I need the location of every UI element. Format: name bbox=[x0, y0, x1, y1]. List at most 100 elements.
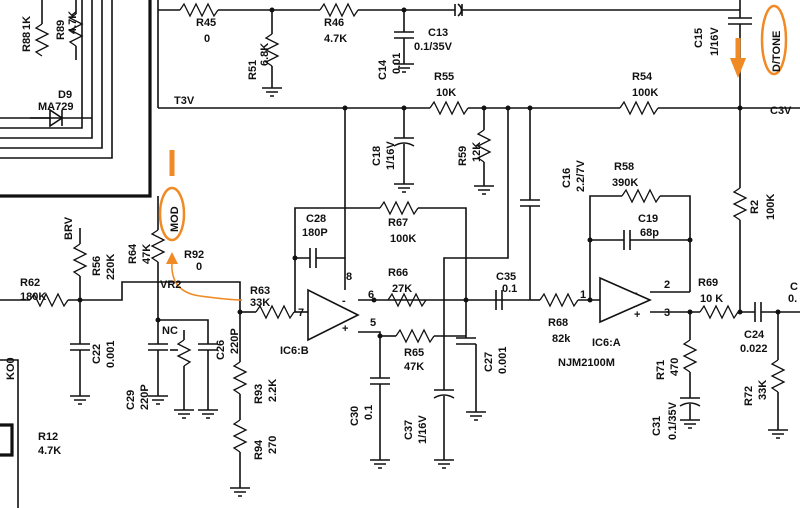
components-R65-ref-label: R65 bbox=[404, 347, 424, 359]
components-C14-ref-label: C14 bbox=[377, 59, 389, 80]
components-R69-ref-label: R69 bbox=[698, 277, 718, 289]
labels-mod-label: MOD bbox=[169, 206, 181, 232]
labels-pin8-label: 8 bbox=[346, 271, 352, 283]
components-R12-value-label: 4.7K bbox=[38, 445, 61, 457]
components-R54-ref-label: R54 bbox=[632, 71, 653, 83]
labels-pin2-label: 2 bbox=[664, 279, 670, 291]
bus-lines bbox=[0, 0, 159, 508]
ic6a-opamp bbox=[587, 188, 800, 324]
components-C30-value-label: 0.1 bbox=[363, 405, 375, 420]
wire-bias bbox=[443, 108, 509, 390]
components-C26-ref-label: C26 bbox=[215, 340, 227, 360]
r65-c30 bbox=[370, 328, 466, 469]
input-network bbox=[0, 228, 241, 405]
components-C27-value-label: 0.001 bbox=[497, 346, 509, 374]
components-R12-ref-label: R12 bbox=[38, 431, 58, 443]
components-C31-ref-label: C31 bbox=[651, 416, 663, 436]
labels-pin7-label: 7 bbox=[298, 307, 304, 319]
vr2-network bbox=[148, 304, 308, 497]
labels-t3v-label: T3V bbox=[174, 95, 195, 107]
labels-pin1-label: 1 bbox=[580, 289, 586, 301]
components-R46-ref-label: R46 bbox=[324, 17, 344, 29]
components-R63-value-label: 33K bbox=[250, 297, 270, 309]
components-R93-ref-label: R93 bbox=[253, 384, 265, 404]
components-R88-value-label: 1K bbox=[21, 16, 33, 30]
components-C28-ref-label: C28 bbox=[306, 213, 326, 225]
components-R65-value-label: 47K bbox=[404, 361, 424, 373]
c27-capacitor bbox=[456, 300, 486, 421]
labels-njm-label: NJM2100M bbox=[558, 357, 615, 369]
components-R46-value-label: 4.7K bbox=[324, 33, 347, 45]
components-R68-ref-label: R68 bbox=[548, 317, 568, 329]
t3v-rail bbox=[158, 100, 800, 116]
components-C18-ref-label: C18 bbox=[371, 146, 383, 166]
components-R89-ref-label: R89 bbox=[55, 20, 67, 40]
components-C15-value-label: 1/16V bbox=[709, 27, 721, 56]
labels-minus-label: - bbox=[634, 287, 638, 299]
components-R56-ref-label: R56 bbox=[91, 256, 103, 276]
components-C14-value-label: 0.01 bbox=[391, 53, 403, 74]
components-C29-ref-label: C29 bbox=[125, 390, 137, 410]
components-C22-value-label: 0.001 bbox=[105, 340, 117, 368]
components-R69-value-label: 10 K bbox=[700, 293, 723, 305]
labels-pin6-label: 6 bbox=[368, 289, 374, 301]
components-R64-value-label: 47K bbox=[141, 244, 153, 264]
components-C29-value-label: 220P bbox=[139, 384, 151, 410]
components-R63-ref-label: R63 bbox=[250, 285, 270, 297]
components-C15-ref-label: C15 bbox=[693, 28, 705, 48]
components-R54-value-label: 100K bbox=[632, 87, 658, 99]
components-R92-value-label: 0 bbox=[196, 261, 202, 273]
components-C24-ref-label: C24 bbox=[744, 329, 765, 341]
components-R94-ref-label: R94 bbox=[253, 439, 265, 460]
components-R62-value-label: 180K bbox=[20, 291, 46, 303]
components-C19-value-label: 68p bbox=[640, 227, 659, 239]
components-C16-value-label: 2.2/7V bbox=[575, 160, 587, 192]
components-R59-value-label: 12K bbox=[471, 142, 483, 162]
labels-pin5-label: 5 bbox=[370, 317, 376, 329]
components-R58-value-label: 390K bbox=[612, 177, 638, 189]
components-R45-value-label: 0 bbox=[204, 33, 210, 45]
r59-resistor bbox=[474, 108, 494, 195]
mod-highlight bbox=[158, 186, 186, 242]
components-C27-ref-label: C27 bbox=[483, 352, 495, 372]
components-C24-value-label: 0.022 bbox=[740, 343, 768, 355]
components-R71-value-label: 470 bbox=[669, 358, 681, 376]
labels-ko0-label: KO0 bbox=[5, 357, 17, 380]
components-R94-value-label: 270 bbox=[267, 436, 279, 454]
labels-pin3-label: 3 bbox=[664, 307, 670, 319]
components-R68-value-label: 82k bbox=[552, 333, 571, 345]
d9-diode bbox=[30, 0, 84, 128]
dtone-highlight bbox=[760, 4, 788, 76]
labels-plus-label: + bbox=[634, 309, 640, 321]
components-C30-ref-label: C30 bbox=[349, 406, 361, 426]
components-C16-ref-label: C16 bbox=[561, 168, 573, 188]
components-C26-value-label: 220P bbox=[229, 328, 241, 354]
labels-vr2-label: VR2 bbox=[160, 279, 181, 291]
labels-edge2-label: 0. bbox=[788, 293, 797, 305]
components-R92-ref-label: R92 bbox=[184, 249, 204, 261]
components-C35-value-label: 0.1 bbox=[502, 283, 517, 295]
c13-capacitor bbox=[457, 3, 463, 17]
r64-resistor bbox=[150, 196, 166, 344]
components-C37-ref-label: C37 bbox=[403, 420, 415, 440]
labels-ic6a-label: IC6:A bbox=[592, 337, 621, 349]
components-R88-ref-label: R88 bbox=[21, 32, 33, 52]
components-R51-ref-label: R51 bbox=[247, 60, 259, 80]
components-R55-value-label: 10K bbox=[436, 87, 456, 99]
c14-capacitor bbox=[394, 10, 414, 73]
components-C22-ref-label: C22 bbox=[91, 344, 103, 364]
c35-r68 bbox=[495, 290, 600, 310]
components-R55-ref-label: R55 bbox=[434, 71, 454, 83]
labels-minus-label: - bbox=[342, 295, 346, 307]
components-R66-value-label: 27K bbox=[392, 283, 412, 295]
components-R58-ref-label: R58 bbox=[614, 161, 634, 173]
labels-brv-label: BRV bbox=[63, 216, 75, 240]
components-R56-value-label: 220K bbox=[105, 254, 117, 280]
components-R62-ref-label: R62 bbox=[20, 277, 40, 289]
components-R93-value-label: 2.2K bbox=[267, 379, 279, 402]
components-C18-value-label: 1/16V bbox=[385, 141, 397, 170]
components-C35-ref-label: C35 bbox=[496, 271, 516, 283]
components-C13-ref-label: C13 bbox=[428, 27, 448, 39]
